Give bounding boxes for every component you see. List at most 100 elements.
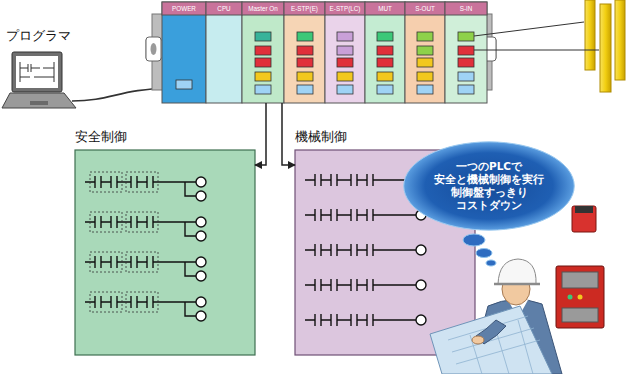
led <box>255 46 271 55</box>
led <box>337 46 353 55</box>
led <box>337 85 353 94</box>
ladder-rung <box>85 172 206 201</box>
relay-led <box>578 295 583 300</box>
module-name: E-STP(LC) <box>325 2 365 15</box>
cloud-text: 一つのPLCで 安全と機械制御を実行 制御盤すっきり コストダウン <box>425 160 553 213</box>
module-name: Master On <box>242 2 284 15</box>
laptop-touchpad <box>30 101 48 105</box>
led <box>176 80 192 89</box>
flow-arrow <box>255 103 266 165</box>
hard-hat-brim <box>494 283 540 286</box>
ladder-rung <box>305 314 426 326</box>
ladder-rung <box>85 212 206 241</box>
led <box>417 72 433 81</box>
led-group <box>176 32 474 94</box>
flow-arrow <box>282 103 295 165</box>
safety-switch <box>572 206 596 232</box>
led <box>377 85 393 94</box>
plc-module: E-STP(E) <box>284 2 325 103</box>
plc-module: MUT <box>365 2 405 103</box>
thought-bubble <box>476 249 492 258</box>
thought-bubble <box>486 260 496 266</box>
module-name: POWER <box>162 2 206 15</box>
relay-led <box>568 295 573 300</box>
module-name: CPU <box>206 2 242 15</box>
led <box>297 58 313 67</box>
relay-terminal <box>562 272 598 288</box>
plc-module: E-STP(LC) <box>325 2 365 103</box>
module-header <box>284 2 325 15</box>
relay-terminal <box>562 308 598 322</box>
switch-body <box>572 206 596 232</box>
led <box>458 72 474 81</box>
ladder-icon <box>20 62 54 82</box>
relay-body <box>556 266 604 328</box>
led <box>255 72 271 81</box>
ladder-rung <box>85 252 206 281</box>
engineer-hand <box>472 336 484 344</box>
module-header <box>242 2 284 15</box>
led <box>377 58 393 67</box>
plc-module: CPU <box>206 2 242 103</box>
plc-module: POWER <box>162 2 206 103</box>
caption-label: プログラマ <box>6 28 71 44</box>
speech-cloud: 一つのPLCで 安全と機械制御を実行 制御盤すっきり コストダウン <box>402 140 576 232</box>
module-body <box>206 2 242 103</box>
mount-slot <box>151 43 157 55</box>
cloud-shape <box>404 142 575 230</box>
led <box>297 72 313 81</box>
module-header <box>445 2 487 15</box>
led <box>417 85 433 94</box>
panel-ground <box>75 150 255 355</box>
laptop-screen-frame <box>12 52 62 92</box>
module-header <box>162 2 206 15</box>
led <box>337 32 353 41</box>
light-curtain <box>585 0 625 92</box>
curtain-bar <box>600 4 611 92</box>
led <box>458 58 474 67</box>
led <box>417 46 433 55</box>
module-body <box>365 2 405 103</box>
thought-bubble <box>463 234 485 246</box>
blueprint <box>430 306 552 374</box>
module-body <box>284 2 325 103</box>
curtain-bar <box>585 0 595 70</box>
plc-module: S-IN <box>445 2 487 103</box>
module-body <box>445 2 487 103</box>
ladder-rung <box>85 292 206 321</box>
led <box>297 46 313 55</box>
module-name: MUT <box>365 2 405 15</box>
led <box>458 32 474 41</box>
module-body <box>325 2 365 103</box>
module-header <box>206 2 242 15</box>
led <box>255 85 271 94</box>
curtain-bar <box>615 0 625 80</box>
control-panel: 安全制御 <box>75 150 255 355</box>
module-body <box>405 2 445 103</box>
module-header <box>365 2 405 15</box>
edge-group <box>255 103 295 165</box>
switch-head <box>575 206 593 213</box>
module-body <box>242 2 284 103</box>
mount-tab <box>146 37 161 61</box>
led <box>377 32 393 41</box>
module-name: S-OUT <box>405 2 445 15</box>
laptop-keyboard <box>2 93 76 108</box>
module-header <box>405 2 445 15</box>
led <box>255 32 271 41</box>
led <box>377 72 393 81</box>
hard-hat <box>498 259 536 284</box>
ladder-rung <box>305 279 426 291</box>
plc-rack <box>146 2 496 103</box>
led <box>337 58 353 67</box>
plc-module: Master On <box>242 2 284 103</box>
led <box>297 32 313 41</box>
panel-heading: 機械制御 <box>295 129 475 145</box>
module-name: S-IN <box>445 2 487 15</box>
plc-module: S-OUT <box>405 2 445 103</box>
module-body <box>162 2 206 103</box>
led <box>417 58 433 67</box>
module-name: E-STP(E) <box>284 2 325 15</box>
led <box>377 46 393 55</box>
